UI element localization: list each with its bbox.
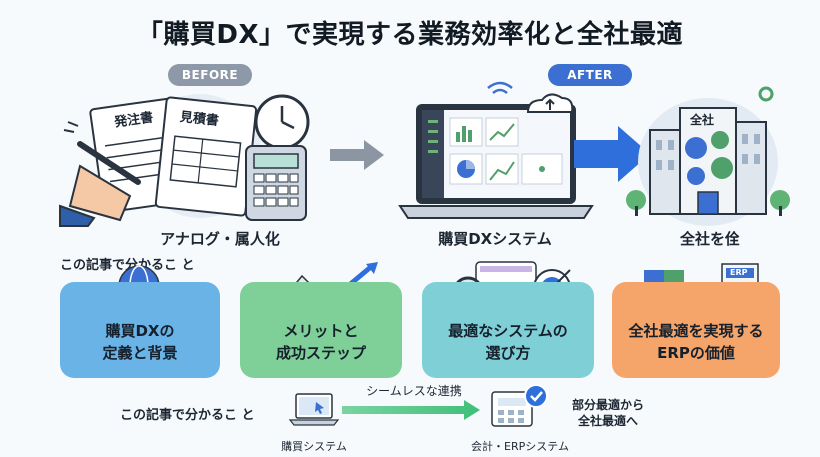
- accounting-system-label: 会計・ERPシステム: [471, 440, 569, 453]
- after-badge: AFTER: [548, 64, 632, 86]
- card-erp-value[interactable]: 全社最適を実現する ERPの価値: [612, 282, 780, 378]
- building-sign: 全社: [690, 113, 715, 127]
- erp-sign: ERP: [730, 268, 748, 277]
- accounting-system-icon: [491, 384, 548, 427]
- bottom-section-label: この記事で分かるこ と: [120, 408, 255, 423]
- page-title: 「購買DX」で実現する業務効率化と全社最適: [136, 20, 684, 50]
- seamless-link-arrow: [342, 400, 480, 420]
- section-label: この記事で分かるこ と: [60, 258, 195, 273]
- company-building-illustration: [626, 86, 790, 226]
- estimate-doc-label: 見積書: [179, 109, 220, 129]
- card-definition-line2: 定義と背景: [102, 344, 178, 362]
- card-benefits-line2: 成功ステップ: [275, 344, 366, 362]
- card-definition[interactable]: 購買DXの 定義と背景: [60, 282, 220, 378]
- laptop-illustration: [398, 81, 594, 219]
- card-benefits[interactable]: メリットと 成功ステップ: [240, 282, 402, 378]
- seamless-link-label: シームレスな連携: [366, 384, 462, 398]
- before-badge: BEFORE: [168, 64, 252, 86]
- partial-to-global-line2: 全社最適へ: [577, 414, 638, 428]
- card-erp-value-line2: ERPの価値: [657, 344, 735, 362]
- purchase-laptop-icon: [288, 393, 340, 426]
- card-definition-line1: 購買DXの: [105, 322, 175, 340]
- card-selection[interactable]: 最適なシステムの 選び方: [422, 282, 594, 378]
- transition-arrow: [330, 140, 384, 170]
- system-to-company-arrow: [574, 126, 650, 182]
- partial-to-global-line1: 部分最適から: [571, 398, 644, 412]
- card-benefits-line1: メリットと: [283, 322, 359, 340]
- before-illustration: [59, 94, 310, 227]
- before-caption: アナログ・属人化: [160, 230, 280, 248]
- card-selection-line1: 最適なシステムの: [448, 322, 568, 340]
- middle-caption: 購買DXシステム: [438, 230, 552, 248]
- card-erp-value-line1: 全社最適を実現する: [628, 322, 764, 340]
- purchase-system-label: 購買システム: [281, 440, 347, 453]
- right-caption: 全社を佺: [679, 230, 740, 248]
- card-selection-line2: 選び方: [485, 344, 531, 362]
